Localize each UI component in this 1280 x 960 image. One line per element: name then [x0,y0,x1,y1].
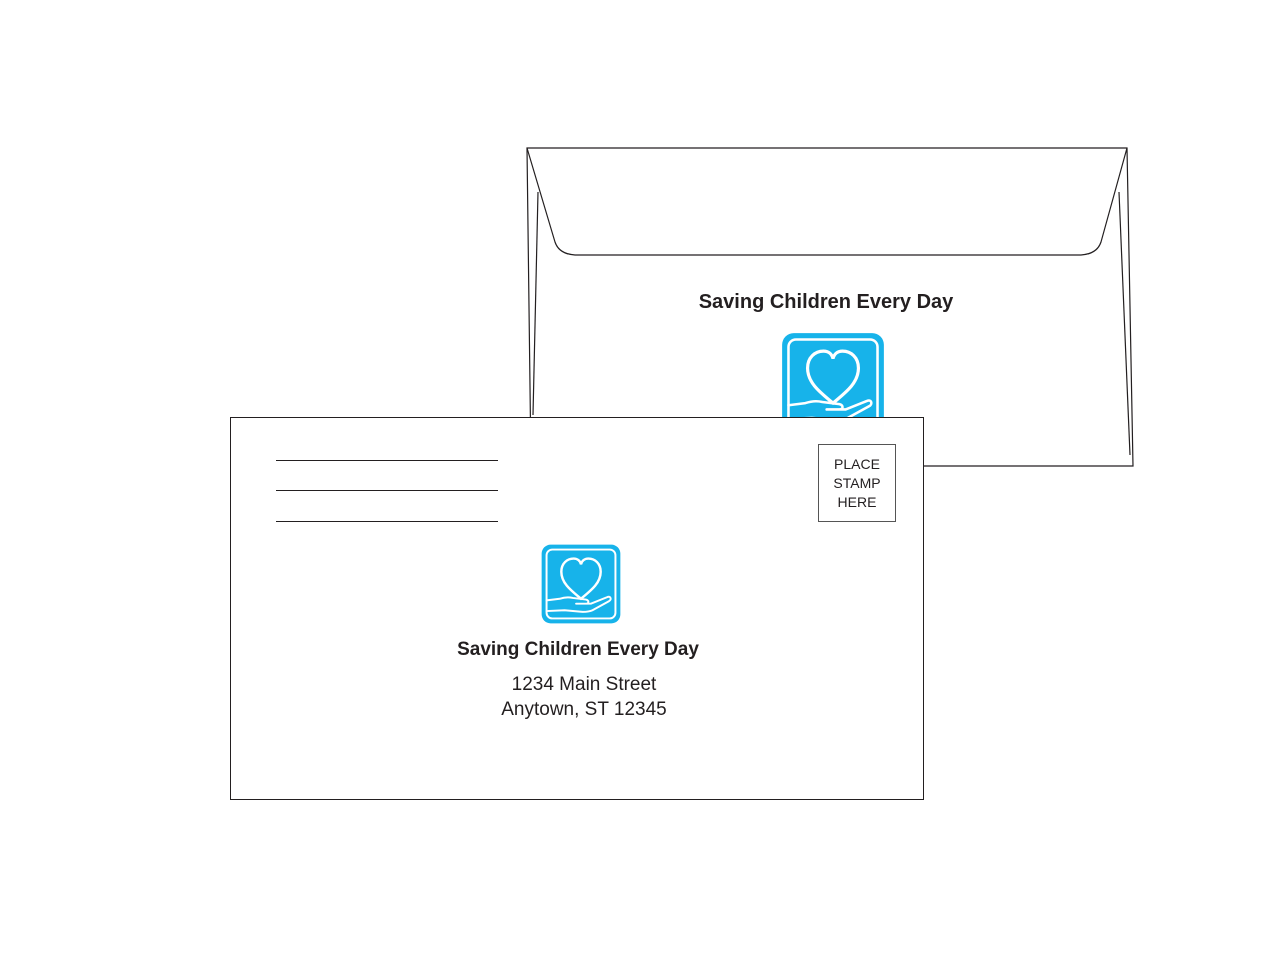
back-envelope-flap [526,147,1128,256]
address-city-state-zip: Anytown, ST 12345 [501,699,667,720]
return-address-line [276,521,498,522]
return-address-line [276,490,498,491]
back-envelope-left-fold [532,191,539,416]
stamp-box-line: STAMP [833,474,881,491]
back-envelope-outline [526,147,1134,467]
back-envelope-title: Saving Children Every Day [698,291,954,313]
heart-in-hand-icon [541,544,621,624]
stamp-box: PLACE STAMP HERE [818,444,896,522]
front-envelope: PLACE STAMP HERE Saving Children Every D… [230,417,924,800]
front-envelope-title: Saving Children Every Day [457,639,699,660]
back-envelope-right-fold [1118,191,1131,456]
stamp-box-line: HERE [837,493,877,510]
address-street: 1234 Main Street [511,674,657,695]
stamp-box-line: PLACE [834,455,880,472]
return-address-line [276,460,498,461]
